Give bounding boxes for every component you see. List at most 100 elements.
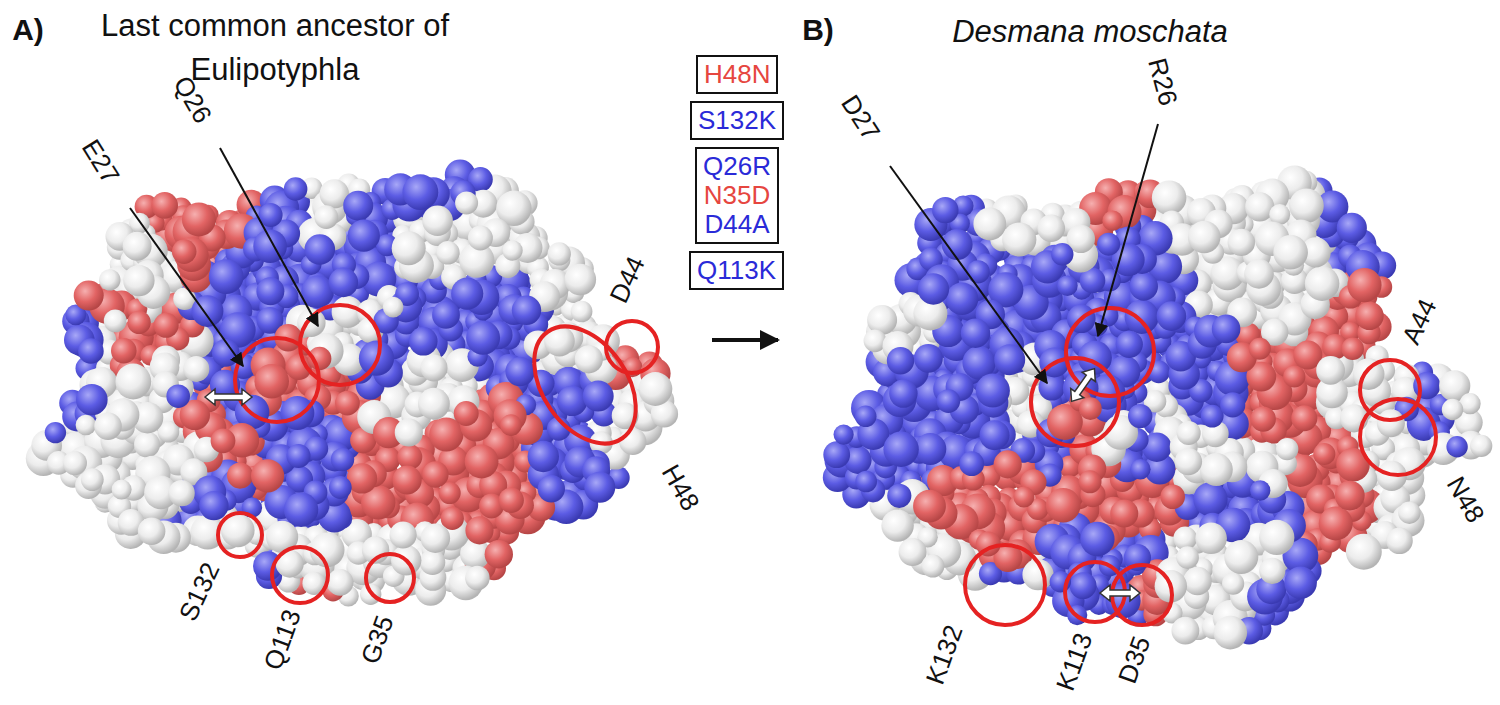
atom-sphere [1249,338,1271,360]
atom-sphere [465,566,490,591]
mutation-text: Q26R [703,152,771,181]
mutation-box: S132K [690,101,784,140]
atom-sphere [1079,397,1102,420]
atom-sphere [584,472,615,503]
atom-sphere [1289,188,1324,223]
atom-sphere [421,524,450,553]
atom-sphere [1097,233,1120,256]
residue-circle [513,308,656,463]
leader-line [890,166,1047,383]
atom-sphere [390,521,417,548]
atom-sphere [172,239,197,264]
atom-sphere [557,386,587,416]
atom-sphere [383,297,404,318]
atom-sphere [123,265,154,296]
atom-sphere [1259,520,1294,555]
residue-circle [1360,399,1436,475]
atom-sphere [287,444,311,468]
residue-label: D35 [1113,632,1157,687]
atom-sphere [1283,365,1305,387]
atom-sphere [918,273,949,304]
atom-sphere [1470,435,1492,457]
atom-sphere [1319,506,1353,540]
atom-sphere [967,260,990,283]
residue-circle [235,338,319,422]
atom-sphere [104,310,127,333]
atom-sphere [834,425,854,445]
atom-sphere [1175,448,1202,475]
residue-label: D27 [834,90,885,146]
atom-sphere [422,461,448,487]
atom-sphere [127,311,150,334]
double-arrow [1100,585,1140,601]
atom-sphere [154,313,179,338]
atom-sphere [256,277,284,305]
atom-sphere [111,338,137,364]
atom-sphere [1228,229,1255,256]
atom-sphere [168,480,194,506]
atom-sphere [1057,276,1078,297]
atom-sphere [1244,259,1274,289]
atom-sphere [889,379,917,407]
atom-sphere [284,493,318,527]
atom-sphere [1200,453,1233,486]
residue-label: Q113 [258,606,307,674]
atom-sphere [973,208,1006,241]
atom-sphere [1316,356,1345,385]
atom-sphere [1080,522,1114,556]
atom-sphere [1377,409,1405,437]
residue-circle [272,547,328,603]
atom-sphere [454,401,479,426]
atom-sphere [451,278,483,310]
residue-label: K132 [921,621,970,688]
residue-label: R26 [1141,55,1182,109]
residue-circle [1031,358,1119,446]
atom-sphere [151,192,178,219]
atom-sphere [980,420,1010,450]
atom-sphere [1037,215,1065,243]
atom-sphere [1110,500,1138,528]
atom-sphere [1337,213,1367,243]
atom-sphere [505,357,534,386]
atom-sphere [538,475,565,502]
atom-sphere [1250,480,1270,500]
residue-circle [606,321,658,373]
atom-sphere [1220,392,1245,417]
atom-sphere [211,428,236,453]
atom-sphere [1341,338,1364,361]
leader-line [130,208,243,366]
atom-sphere [327,569,354,596]
atom-sphere [961,319,990,348]
atom-sphere [183,356,209,382]
residue-circle [366,554,414,602]
atom-sphere [455,191,478,214]
atom-sphere [1222,573,1244,595]
mutation-box: H48N [696,55,778,94]
atom-sphere [466,321,500,355]
atom-sphere [331,448,354,471]
atom-sphere [76,415,97,436]
atom-sphere [123,232,152,261]
atom-sphere [81,468,104,491]
atom-sphere [1188,221,1221,254]
atom-sphere [166,384,190,408]
atom-sphere [499,488,524,513]
atom-sphere [1128,404,1152,428]
atom-sphere [1214,616,1248,650]
atom-sphere [115,364,151,400]
atom-sphere [63,451,87,475]
atom-sphere [253,229,287,263]
atom-sphere [639,372,673,406]
mutation-text: S132K [698,106,776,135]
atom-sphere [512,296,541,325]
leader-line [220,148,318,326]
atom-sphere [881,509,913,541]
atom-sphere [932,197,958,223]
atom-sphere [251,459,284,492]
atom-sphere [1125,300,1159,334]
double-arrow [1065,364,1101,406]
atom-sphere [976,373,1010,407]
atom-sphere [1046,488,1081,523]
atom-sphere [1346,534,1382,570]
